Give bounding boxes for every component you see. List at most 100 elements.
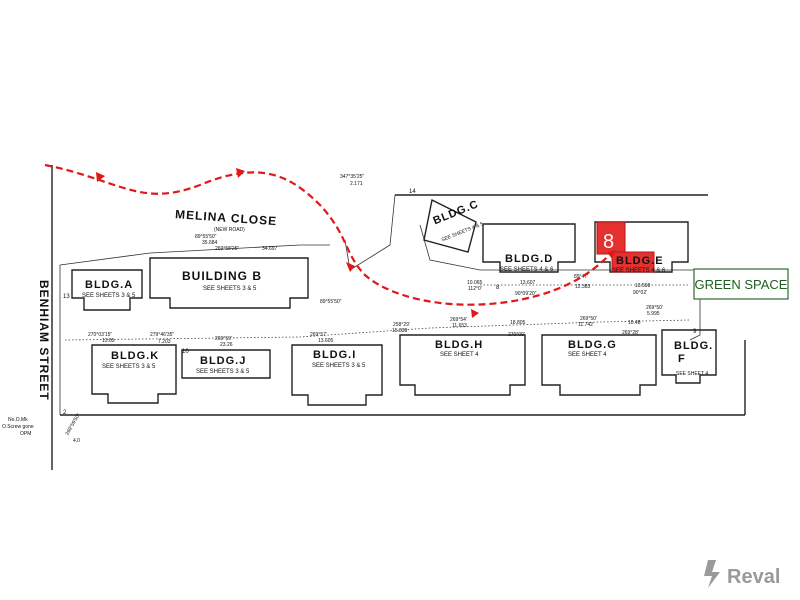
building-b-ref: SEE SHEETS 3 & 5 bbox=[203, 286, 257, 292]
building-c-label: BLDG.C bbox=[431, 198, 480, 227]
building-f: BLDG. F SEE SHEET 4 bbox=[661, 329, 717, 384]
building-a-label: BLDG.A bbox=[85, 279, 133, 291]
svg-text:13.605: 13.605 bbox=[318, 338, 334, 344]
interior-lot-line bbox=[64, 284, 691, 341]
station-2: 2 bbox=[63, 410, 67, 416]
building-h-label: BLDG.H bbox=[435, 339, 483, 351]
building-b-label: BUILDING B bbox=[182, 269, 262, 283]
building-i-ref: SEE SHEETS 3 & 5 bbox=[312, 363, 366, 369]
svg-text:12.383: 12.383 bbox=[575, 284, 591, 290]
building-e bbox=[594, 221, 689, 273]
svg-text:269°50': 269°50' bbox=[646, 305, 663, 311]
building-c: BLDG.C SEE SHEETS 4 & 5 bbox=[423, 198, 485, 253]
access-path bbox=[44, 163, 616, 318]
building-a: BLDG.A SEE SHEETS 3 & 5 bbox=[71, 269, 143, 311]
green-space-box: GREEN SPACE bbox=[693, 268, 789, 300]
note-line-1: No.O.Mk bbox=[8, 417, 28, 423]
station-14: 14 bbox=[409, 189, 416, 195]
svg-text:4.0: 4.0 bbox=[73, 438, 80, 444]
building-i: BLDG.I SEE SHEETS 3 & 5 bbox=[291, 344, 383, 406]
svg-text:13.607: 13.607 bbox=[520, 280, 536, 286]
building-e-ref: SEE SHEETS 4 & 6 bbox=[612, 268, 666, 274]
building-d-label: BLDG.D bbox=[505, 253, 553, 265]
svg-text:279°46'35": 279°46'35" bbox=[150, 332, 174, 338]
svg-text:10.065: 10.065 bbox=[467, 280, 483, 286]
svg-text:258°29': 258°29' bbox=[393, 322, 410, 328]
building-j-ref: SEE SHEETS 3 & 5 bbox=[196, 369, 250, 375]
svg-text:270°09': 270°09' bbox=[508, 332, 525, 338]
svg-text:13.598: 13.598 bbox=[635, 283, 651, 289]
reval-logo-icon bbox=[704, 560, 720, 588]
building-f-label-1: BLDG. bbox=[674, 340, 713, 352]
svg-text:269°50': 269°50' bbox=[580, 316, 597, 322]
svg-text:7.203: 7.203 bbox=[158, 339, 171, 345]
building-h: BLDG.H SEE SHEET 4 bbox=[399, 334, 526, 396]
path-arrow-1 bbox=[96, 172, 105, 182]
building-i-label: BLDG.I bbox=[313, 349, 356, 361]
svg-text:269°58'25": 269°58'25" bbox=[215, 246, 239, 252]
road-name: MELINA CLOSE bbox=[175, 207, 278, 228]
svg-text:89°55'50": 89°55'50" bbox=[195, 234, 217, 240]
brand-label: Reval bbox=[727, 566, 780, 588]
building-e-label: BLDG.E bbox=[616, 255, 664, 267]
building-f-label-2: F bbox=[678, 353, 686, 365]
note-line-2: O.Screw gone bbox=[2, 424, 34, 430]
station-9: 9 bbox=[693, 329, 697, 335]
svg-text:11.742: 11.742 bbox=[578, 322, 593, 328]
svg-text:89°47': 89°47' bbox=[574, 274, 588, 280]
building-k: BLDG.K SEE SHEETS 3 & 5 bbox=[91, 344, 177, 404]
building-b: BUILDING B SEE SHEETS 3 & 5 bbox=[149, 257, 309, 309]
building-c-ref: SEE SHEETS 4 & 5 bbox=[441, 221, 485, 243]
highlighted-unit: 8 bbox=[596, 221, 655, 273]
dimension-labels: 269°58'25" 34.697 89°55'50" 35.684 269°5… bbox=[65, 174, 663, 444]
station-8: 8 bbox=[496, 285, 500, 291]
svg-text:15.838: 15.838 bbox=[392, 328, 408, 334]
green-space-label: GREEN SPACE bbox=[695, 277, 788, 292]
svg-text:112°0': 112°0' bbox=[468, 286, 482, 292]
building-g-ref: SEE SHEET 4 bbox=[568, 352, 607, 358]
svg-text:269°54': 269°54' bbox=[450, 317, 467, 323]
building-g-label: BLDG.G bbox=[568, 339, 617, 351]
path-arrow-4 bbox=[471, 309, 479, 318]
svg-text:11.653: 11.653 bbox=[452, 323, 467, 329]
svg-text:34.697: 34.697 bbox=[262, 246, 278, 252]
station-13: 13 bbox=[63, 294, 70, 300]
svg-text:5.995: 5.995 bbox=[647, 311, 660, 317]
svg-text:347°35'25": 347°35'25" bbox=[340, 174, 364, 180]
building-h-ref: SEE SHEET 4 bbox=[440, 352, 479, 358]
property-boundary bbox=[51, 165, 746, 470]
svg-text:18.805: 18.805 bbox=[510, 320, 526, 326]
svg-text:10.48: 10.48 bbox=[628, 320, 641, 326]
svg-text:35.684: 35.684 bbox=[202, 240, 218, 246]
building-d: BLDG.D SEE SHEETS 4 & 6 bbox=[482, 223, 576, 273]
note-line-3: OPM bbox=[20, 431, 31, 437]
svg-text:269°28': 269°28' bbox=[622, 330, 639, 336]
building-d-ref: SEE SHEETS 4 & 6 bbox=[500, 267, 554, 273]
building-a-ref: SEE SHEETS 3 & 5 bbox=[82, 293, 136, 299]
unit-number: 8 bbox=[603, 231, 614, 253]
svg-text:270°03'15": 270°03'15" bbox=[88, 332, 112, 338]
svg-text:269°57': 269°57' bbox=[310, 332, 327, 338]
svg-text:23.26: 23.26 bbox=[220, 342, 233, 348]
building-j-label: BLDG.J bbox=[200, 355, 246, 367]
street-name: BENHIAM STREET bbox=[37, 280, 51, 401]
svg-text:2.171: 2.171 bbox=[350, 181, 363, 187]
svg-text:269°59': 269°59' bbox=[215, 336, 232, 342]
building-j: BLDG.J SEE SHEETS 3 & 5 bbox=[181, 349, 271, 379]
svg-text:13.65: 13.65 bbox=[102, 338, 115, 344]
path-arrow-3 bbox=[346, 262, 355, 272]
path-arrow-2 bbox=[236, 168, 245, 178]
svg-text:90°02': 90°02' bbox=[633, 290, 647, 296]
road-note: (NEW ROAD) bbox=[214, 227, 245, 233]
brand-watermark: Reval bbox=[704, 560, 780, 588]
station-10: 10 bbox=[182, 349, 189, 355]
building-f-ref: SEE SHEET 4 bbox=[676, 371, 708, 377]
svg-text:90°09'20": 90°09'20" bbox=[515, 291, 537, 297]
path-arrow-5 bbox=[607, 250, 616, 259]
svg-text:89°55'50": 89°55'50" bbox=[320, 299, 342, 305]
building-k-ref: SEE SHEETS 3 & 5 bbox=[102, 364, 156, 370]
building-g: BLDG.G SEE SHEET 4 bbox=[541, 334, 657, 396]
svg-text:269°59'50": 269°59'50" bbox=[65, 412, 82, 436]
building-k-label: BLDG.K bbox=[111, 350, 159, 362]
